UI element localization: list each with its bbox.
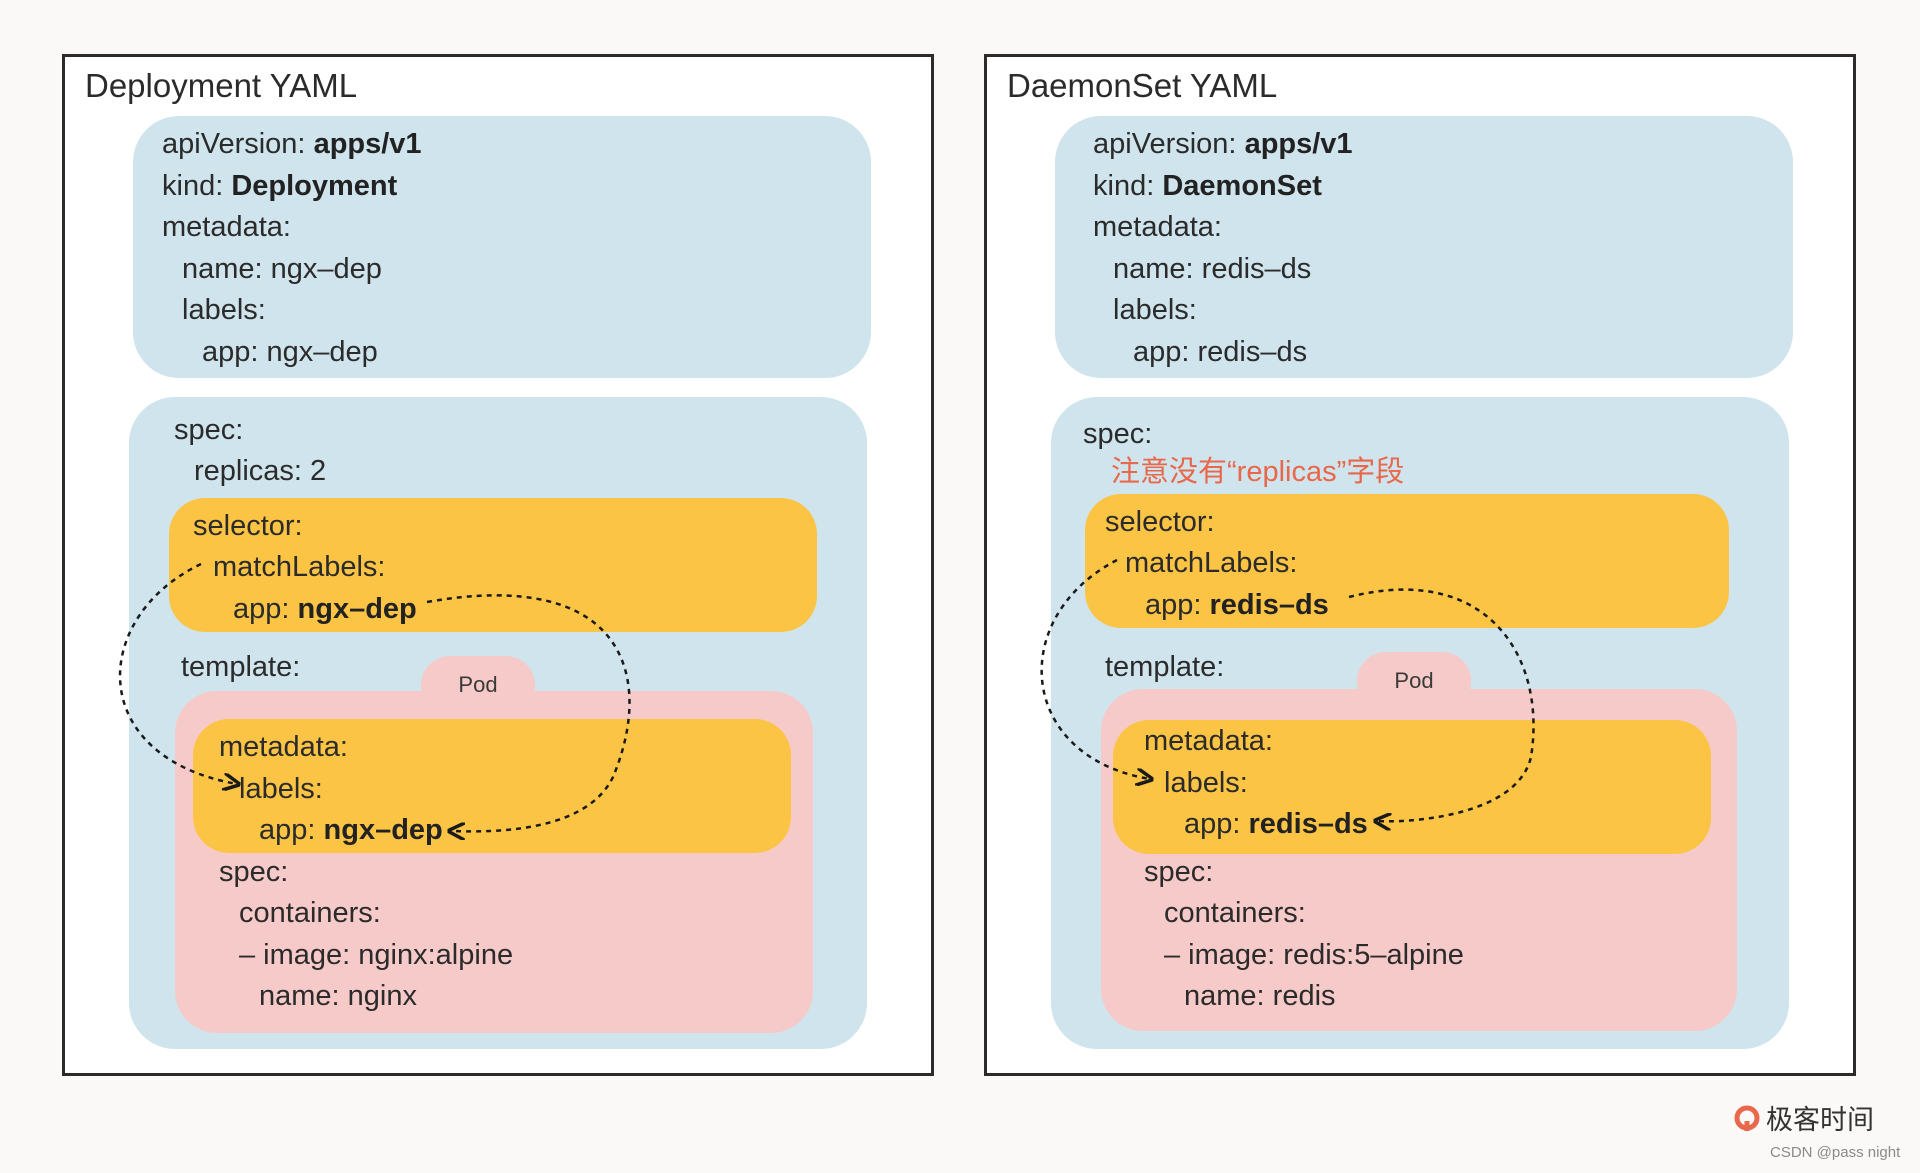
daemonset-panel: DaemonSet YAML apiVersion: apps/v1 kind:… [984,54,1856,1076]
match-labels-key: matchLabels: [1125,547,1298,579]
pod-app-line: app: redis–ds [1184,808,1368,840]
template-key: template: [1105,651,1225,683]
geektime-logo: 极客时间 [1734,1098,1874,1137]
metadata-block [1055,116,1793,378]
pod-badge: Pod [1357,652,1471,710]
metadata-key: metadata: [162,211,291,243]
container-name-line: name: nginx [259,980,417,1012]
containers-key: containers: [1164,897,1306,929]
image-line: – image: redis:5–alpine [1164,939,1464,971]
metadata-block [133,116,871,378]
deployment-panel: Deployment YAML apiVersion: apps/v1 kind… [62,54,934,1076]
labels-key: labels: [182,294,266,326]
geektime-logo-icon [1734,1105,1760,1131]
pod-spec-key: spec: [1144,856,1214,888]
container-name-line: name: redis [1184,980,1336,1012]
selector-key: selector: [1105,506,1215,538]
pod-labels-key: labels: [1164,767,1248,799]
pod-badge: Pod [421,656,535,714]
spec-key: spec: [1083,418,1153,450]
selector-app-line: app: ngx–dep [233,593,417,625]
pod-labels-key: labels: [239,773,323,805]
api-version-line: apiVersion: apps/v1 [162,128,422,160]
pod-metadata-key: metadata: [1144,725,1273,757]
api-version-line: apiVersion: apps/v1 [1093,128,1353,160]
match-labels-key: matchLabels: [213,551,386,583]
containers-key: containers: [239,897,381,929]
app-label-line: app: ngx–dep [202,336,378,368]
name-line: name: redis–ds [1113,253,1312,285]
spec-key: spec: [174,414,244,446]
kind-line: kind: Deployment [162,170,398,202]
logo-text: 极客时间 [1766,1105,1874,1135]
name-line: name: ngx–dep [182,253,382,285]
pod-app-line: app: ngx–dep [259,814,443,846]
replicas-line: replicas: 2 [194,455,327,487]
daemonset-title: DaemonSet YAML [1007,67,1278,104]
deployment-title: Deployment YAML [85,67,358,104]
image-line: – image: nginx:alpine [239,939,514,971]
selector-app-line: app: redis–ds [1145,589,1329,621]
kind-line: kind: DaemonSet [1093,170,1322,202]
selector-key: selector: [193,510,303,542]
pod-metadata-key: metadata: [219,731,348,763]
metadata-key: metadata: [1093,211,1222,243]
csdn-credit: CSDN @pass night [1770,1144,1901,1161]
template-key: template: [181,651,301,683]
labels-key: labels: [1113,294,1197,326]
no-replicas-note: 注意没有“replicas”字段 [1111,456,1405,488]
pod-spec-key: spec: [219,856,289,888]
app-label-line: app: redis–ds [1133,336,1308,368]
